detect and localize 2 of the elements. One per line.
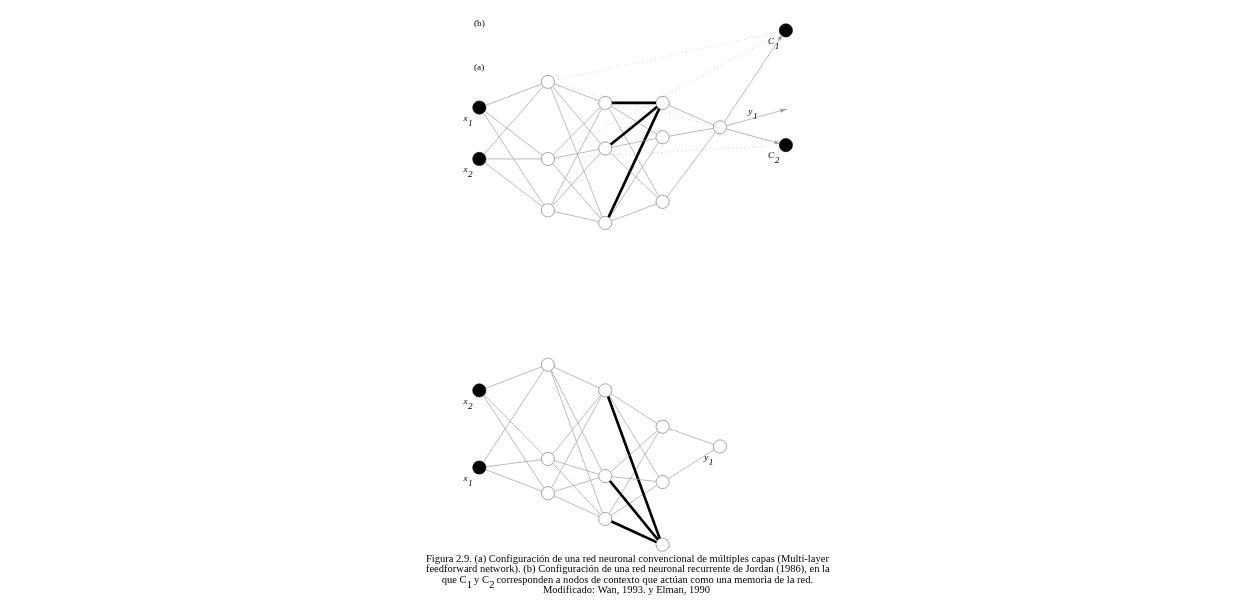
label: (b) bbox=[474, 17, 485, 28]
label: (a) bbox=[474, 62, 485, 73]
